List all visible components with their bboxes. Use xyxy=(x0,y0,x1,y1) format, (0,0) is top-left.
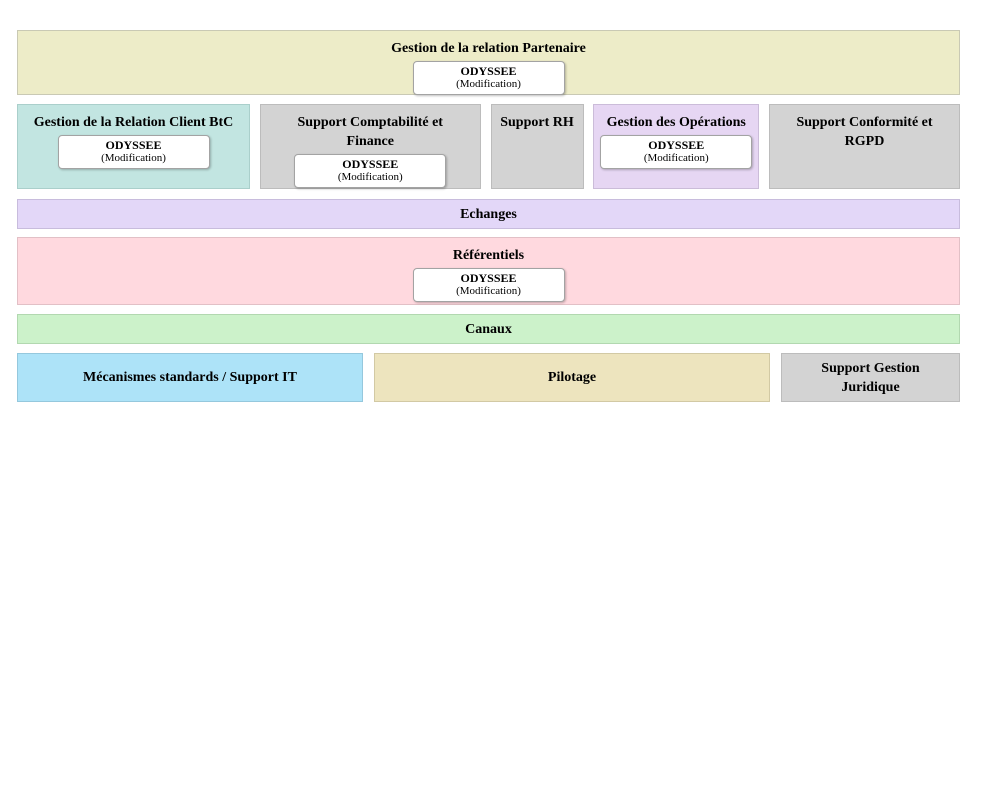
odyssee-app-box: ODYSSEE (Modification) xyxy=(412,268,565,302)
block-title: Support Comptabilité et Finance xyxy=(297,115,443,149)
block-support-conformite-rgpd: Support Conformité et RGPD xyxy=(769,104,960,189)
block-title: Pilotage xyxy=(547,370,597,385)
block-echanges: Echanges xyxy=(17,199,960,229)
app-note: (Modification) xyxy=(456,285,521,297)
app-name: ODYSSEE xyxy=(342,157,399,171)
app-name: ODYSSEE xyxy=(105,138,162,152)
block-referentiels: Référentiels ODYSSEE (Modification) xyxy=(17,237,960,305)
odyssee-app-box: ODYSSEE (Modification) xyxy=(412,61,565,95)
block-title: Echanges xyxy=(460,206,517,222)
block-title: Support Gestion Juridique xyxy=(821,360,920,395)
block-gestion-des-operations: Gestion des Opérations ODYSSEE (Modifica… xyxy=(593,104,760,189)
block-support-gestion-juridique: Support Gestion Juridique xyxy=(781,353,960,402)
support-row: Mécanismes standards / Support IT Pilota… xyxy=(17,353,960,402)
odyssee-app-box: ODYSSEE (Modification) xyxy=(57,135,210,169)
capability-row: Gestion de la Relation Client BtC ODYSSE… xyxy=(17,104,960,189)
app-note: (Modification) xyxy=(337,171,403,183)
app-note: (Modification) xyxy=(643,152,709,164)
block-title: Gestion de la Relation Client BtC xyxy=(33,115,234,130)
block-title: Support RH xyxy=(500,115,574,130)
block-canaux: Canaux xyxy=(17,314,960,344)
block-title: Référentiels xyxy=(452,248,525,263)
block-support-comptabilite-finance: Support Comptabilité et Finance ODYSSEE … xyxy=(259,104,481,189)
odyssee-app-box: ODYSSEE (Modification) xyxy=(294,154,447,188)
block-title: Gestion de la relation Partenaire xyxy=(391,41,586,56)
app-name: ODYSSEE xyxy=(648,138,705,152)
block-title: Mécanismes standards / Support IT xyxy=(83,370,297,385)
block-pilotage: Pilotage xyxy=(374,353,770,402)
app-note: (Modification) xyxy=(101,152,166,164)
app-name: ODYSSEE xyxy=(460,64,517,78)
application-architecture-diagram: Gestion de la relation Partenaire ODYSSE… xyxy=(17,30,960,402)
block-support-rh: Support RH xyxy=(490,104,584,189)
block-mecanismes-standards-support-it: Mécanismes standards / Support IT xyxy=(17,353,363,402)
odyssee-app-box: ODYSSEE (Modification) xyxy=(600,135,753,169)
block-gestion-relation-client-btc: Gestion de la Relation Client BtC ODYSSE… xyxy=(17,104,250,189)
block-title: Gestion des Opérations xyxy=(606,115,746,130)
app-name: ODYSSEE xyxy=(460,271,517,285)
block-gestion-relation-partenaire: Gestion de la relation Partenaire ODYSSE… xyxy=(17,30,960,95)
block-title: Canaux xyxy=(465,321,512,337)
app-note: (Modification) xyxy=(456,78,521,90)
block-title: Support Conformité et RGPD xyxy=(796,115,933,149)
